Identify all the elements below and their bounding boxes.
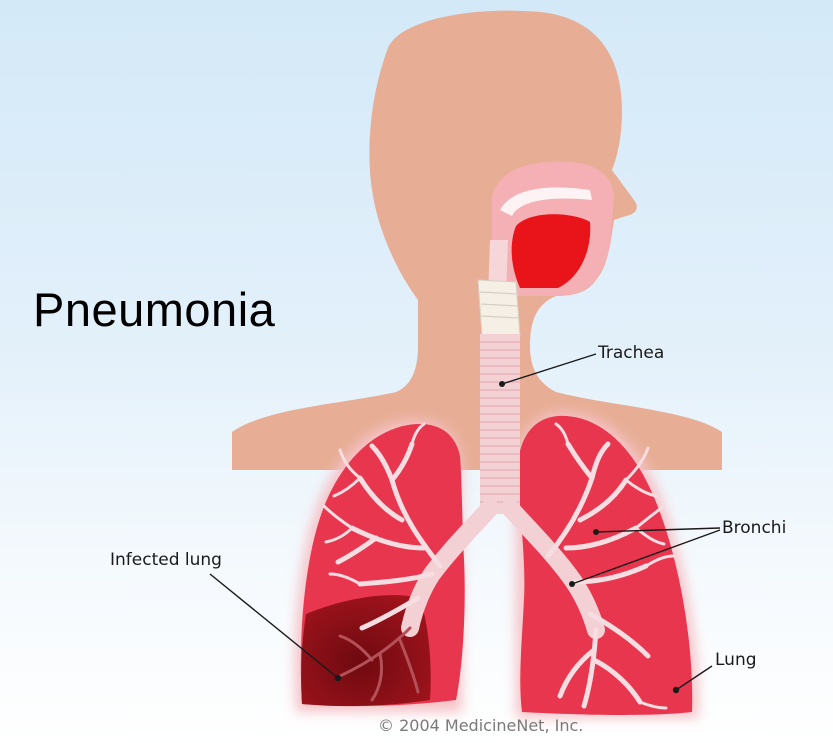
trachea-tube <box>480 334 520 514</box>
label-trachea: Trachea <box>598 343 664 363</box>
diagram-title: Pneumonia <box>33 282 275 337</box>
body-silhouette <box>232 11 722 470</box>
label-infected-lung: Infected lung <box>110 550 222 570</box>
copyright-notice: © 2004 MedicineNet, Inc. <box>378 716 583 735</box>
larynx <box>478 280 520 336</box>
label-bronchi: Bronchi <box>722 518 786 538</box>
label-lung: Lung <box>715 650 757 670</box>
